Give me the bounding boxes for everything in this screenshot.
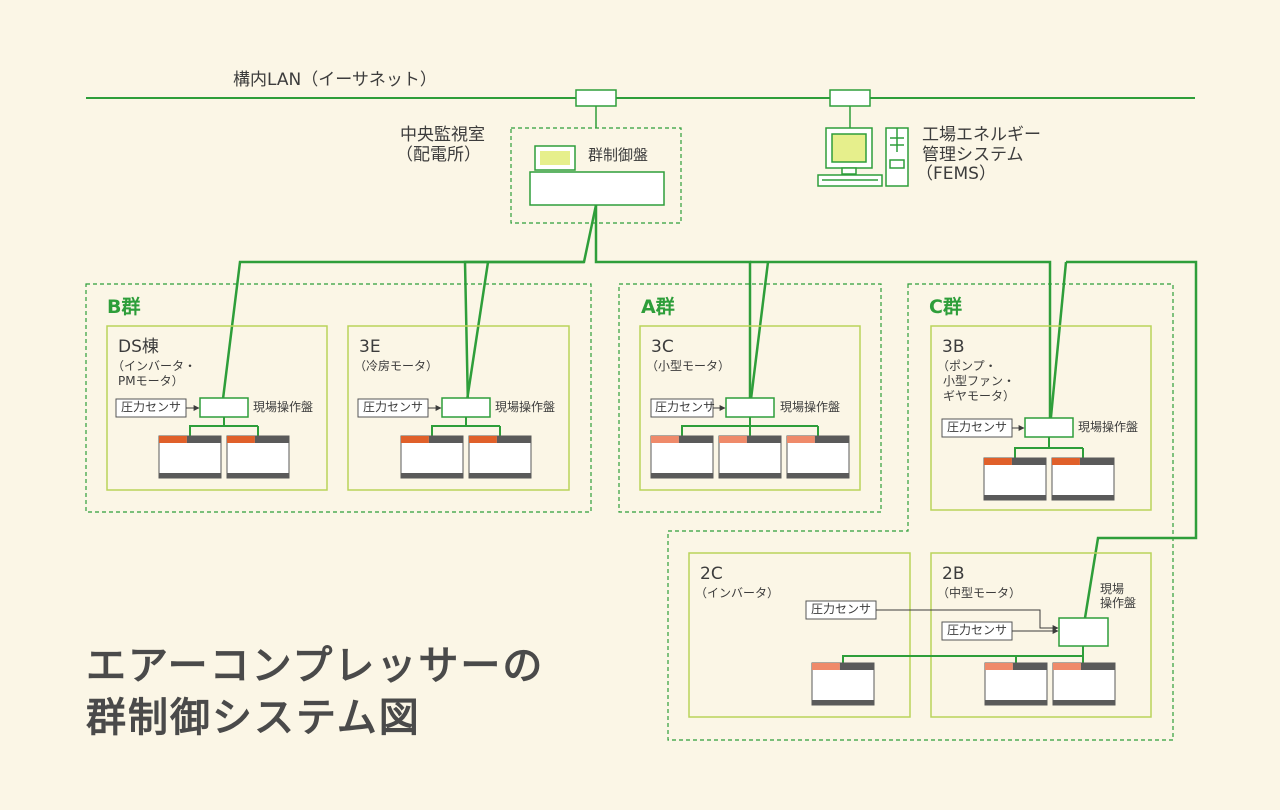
building-2b-name: 2B [942,564,965,584]
building-ds-frame [106,325,328,491]
group-b-label: B群 [107,296,141,318]
air-compressor-unit [984,662,1048,706]
building-3c-name: 3C [651,337,674,357]
building-2b-frame [930,552,1152,718]
site-panel-2b [1058,617,1109,647]
group-a-label: A群 [641,296,675,318]
air-compressor-unit [786,435,850,479]
site-panel-3b-label: 現場操作盤 [1078,420,1139,434]
building-2c-note1: （インバータ） [695,586,780,600]
building-3b-note2: 小型ファン・ [943,374,1016,388]
fems-line1: 工場エネルギー [922,125,1041,145]
building-3b-frame [930,325,1152,511]
building-2c-frame [688,552,911,718]
building-3c-note1: （小型モータ） [646,359,731,373]
computer-icon [817,127,909,187]
air-compressor-unit [1051,457,1115,501]
site-panel-ds-label: 現場操作盤 [253,400,314,414]
air-compressor-unit [811,662,875,706]
pressure-sensor-3e-label: 圧力センサ [363,400,424,414]
air-compressor-unit [718,435,782,479]
air-compressor-unit [983,457,1047,501]
central-room-line2: （配電所） [396,144,481,165]
site-panel-3c-label: 現場操作盤 [780,400,841,414]
site-panel-2b-line1: 現場 [1100,582,1125,596]
air-compressor-unit [1052,662,1116,706]
site-panel-3e [441,397,491,418]
group-b-frame [85,283,592,513]
building-3b-note1: （ポンプ・ [937,359,997,373]
site-panel-2b-label: 現場 操作盤 [1100,582,1137,611]
site-panel-3c [725,397,775,418]
fems-line2: 管理システム [922,144,1024,165]
group-c-frame [667,283,1174,741]
fems-line3: （FEMS） [916,164,996,185]
building-3e-note1: （冷房モータ） [354,359,439,373]
diagram-title: エアーコンプレッサーの 群制御システム図 [86,640,544,744]
air-compressor-unit [400,435,464,479]
building-3b-name: 3B [942,337,965,357]
air-compressor-unit [226,435,290,479]
air-compressor-unit [650,435,714,479]
group-control-panel-label: 群制御盤 [588,146,649,164]
building-ds-note1: （インバータ・ [112,359,197,373]
lan-label: 構内LAN（イーサネット） [233,70,437,90]
building-3e-name: 3E [359,337,381,357]
central-room-line1: 中央監視室 [400,125,485,145]
pressure-sensor-2b-label: 圧力センサ [947,623,1008,637]
lan-hub-fems [829,89,871,107]
air-compressor-unit [158,435,222,479]
building-ds-note2: PMモータ） [118,374,184,388]
air-compressor-unit [468,435,532,479]
diagram-title-line2: 群制御システム図 [86,695,421,741]
building-3c-frame [639,325,861,491]
control-lines [220,204,1198,619]
group-c-label: C群 [929,296,962,318]
building-3e-frame [347,325,570,491]
building-ds-name: DS棟 [118,337,159,357]
pressure-sensor-2c-label: 圧力センサ [811,602,872,616]
site-panel-3e-label: 現場操作盤 [495,400,556,414]
pressure-sensor-3b-label: 圧力センサ [947,420,1008,434]
diagram-title-line1: エアーコンプレッサーの [86,643,545,689]
lan-hub-central [575,89,617,107]
group-control-panel [529,171,665,206]
site-panel-2b-line2: 操作盤 [1100,595,1137,610]
fems-label: 工場エネルギー 管理システム （FEMS） [916,125,1041,185]
central-room-label: 中央監視室 （配電所） [396,125,485,165]
pressure-sensor-3c-label: 圧力センサ [655,400,716,414]
building-3b-note3: ギヤモータ） [943,389,1016,403]
building-2b-note1: （中型モータ） [937,586,1022,600]
building-2c-name: 2C [700,564,723,584]
site-panel-ds [199,397,249,418]
pressure-sensor-ds-label: 圧力センサ [121,400,182,414]
site-panel-3b [1024,417,1074,438]
